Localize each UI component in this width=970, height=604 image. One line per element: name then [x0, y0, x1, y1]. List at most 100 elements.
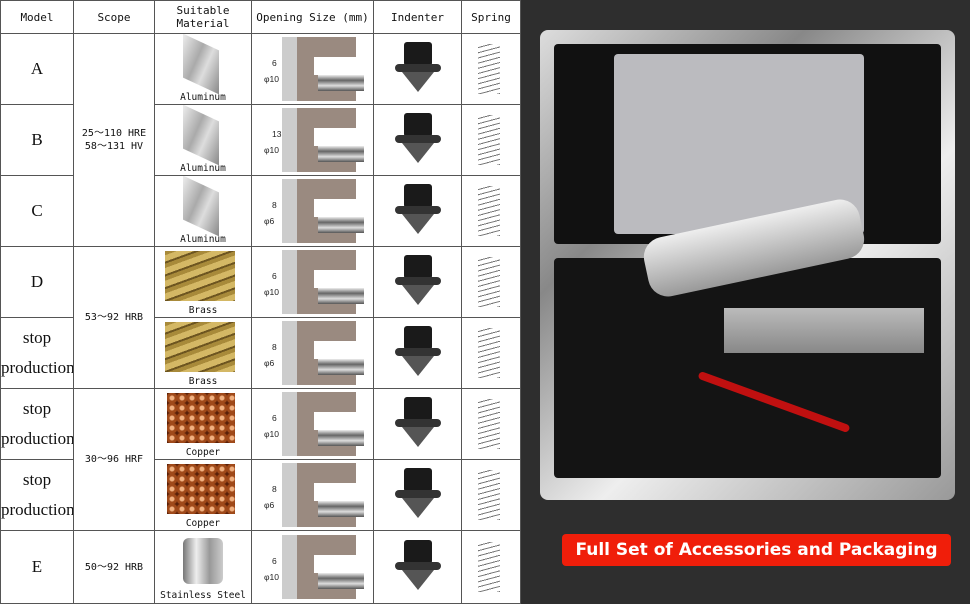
- indenter-image: [375, 106, 461, 175]
- opening-size-cell: 13 φ10: [253, 106, 373, 175]
- material-label: Aluminum: [180, 92, 226, 103]
- table-row: D 53～92 HRB Brass 6 φ10: [0, 246, 521, 389]
- opening-size-cell: 6 φ10: [253, 35, 373, 104]
- screwdriver: [697, 370, 851, 434]
- opening-image: [282, 392, 364, 456]
- material-label: Copper: [185, 518, 221, 529]
- scope-line: 30～96 HRF: [84, 454, 144, 465]
- spring-image: [463, 390, 520, 459]
- table-row: stop production 30～96 HRF Copper 6 φ10: [0, 388, 521, 531]
- spring-image: [463, 532, 520, 602]
- material-image: [183, 105, 219, 166]
- model-cell: A: [0, 33, 74, 105]
- table-row: B Aluminum 13 φ10: [0, 104, 521, 176]
- diameter-dimension: φ10: [264, 74, 279, 84]
- gap-dimension: 8: [272, 484, 277, 494]
- header-scope: Scope: [73, 0, 155, 34]
- diameter-dimension: φ10: [264, 572, 279, 582]
- material-label: Stainless Steel: [160, 590, 246, 601]
- material-cell: Aluminum: [156, 105, 251, 175]
- opening-image: [282, 37, 364, 101]
- material-label: Aluminum: [180, 163, 226, 174]
- header-indenter: Indenter: [373, 0, 462, 34]
- table-row: A 25～110 HRE 58～131 HV Aluminum 6 φ10: [0, 33, 521, 247]
- spring-image: [463, 106, 520, 175]
- opening-image: [282, 535, 364, 599]
- opening-size-cell: 6 φ10: [253, 248, 373, 317]
- case-lid: [554, 44, 941, 244]
- material-image: [165, 322, 235, 372]
- model-cell: C: [0, 175, 74, 247]
- diameter-dimension: φ6: [264, 500, 275, 510]
- indenter-image: [375, 248, 461, 317]
- scope-cell: 25～110 HRE 58～131 HV: [73, 33, 155, 247]
- diameter-dimension: φ10: [264, 145, 279, 155]
- diameter-dimension: φ10: [264, 429, 279, 439]
- gap-dimension: 6: [272, 58, 277, 68]
- accessories-banner: Full Set of Accessories and Packaging: [562, 534, 951, 566]
- table-row: C Aluminum 8 φ6: [0, 175, 521, 247]
- spring-image: [463, 35, 520, 104]
- product-case-photo: [540, 30, 955, 500]
- diameter-dimension: φ10: [264, 287, 279, 297]
- opening-image: [282, 321, 364, 385]
- material-cell: Aluminum: [156, 176, 251, 246]
- diameter-dimension: φ6: [264, 358, 275, 368]
- indenter-image: [375, 390, 461, 459]
- indenter-image: [375, 319, 461, 388]
- indenter-image: [375, 35, 461, 104]
- scope-line: 58～131 HV: [84, 141, 144, 152]
- material-label: Brass: [188, 376, 218, 387]
- spring-image: [463, 177, 520, 246]
- material-cell: Brass: [156, 248, 251, 317]
- header-model: Model: [0, 0, 74, 34]
- material-image: [183, 34, 219, 95]
- material-cell: Stainless Steel: [156, 532, 251, 602]
- opening-image: [282, 179, 364, 243]
- material-cell: Aluminum: [156, 34, 251, 104]
- material-image: [167, 464, 235, 514]
- scope-line: 25～110 HRE: [81, 128, 147, 139]
- material-cell: Brass: [156, 319, 251, 388]
- scope-line: 50～92 HRB: [84, 561, 144, 573]
- table-header-row: Model Scope Suitable Material Opening Si…: [0, 0, 521, 34]
- gap-dimension: 6: [272, 413, 277, 423]
- gap-dimension: 8: [272, 200, 277, 210]
- opening-size-cell: 6 φ10: [253, 390, 373, 459]
- model-cell: D: [0, 246, 74, 318]
- opening-size-cell: 8 φ6: [253, 461, 373, 530]
- model-cell: stop production: [0, 388, 74, 460]
- opening-image: [282, 463, 364, 527]
- indenter-image: [375, 461, 461, 530]
- scope-line: 53～92 HRB: [84, 312, 144, 323]
- opening-image: [282, 250, 364, 314]
- model-comparison-table: Model Scope Suitable Material Opening Si…: [0, 0, 521, 604]
- scope-cell: 50～92 HRB: [73, 530, 155, 604]
- model-cell: B: [0, 104, 74, 176]
- header-spring: Spring: [461, 0, 521, 34]
- case-base: [554, 195, 941, 478]
- material-label: Aluminum: [180, 234, 226, 245]
- material-image: [165, 251, 235, 301]
- diameter-dimension: φ6: [264, 216, 275, 226]
- gap-dimension: 6: [272, 556, 277, 566]
- opening-size-cell: 8 φ6: [253, 177, 373, 246]
- spring-image: [463, 319, 520, 388]
- header-opening-size: Opening Size (mm): [251, 0, 374, 34]
- scope-cell: 30～96 HRF: [73, 388, 155, 531]
- spring-image: [463, 461, 520, 530]
- indenter-image: [375, 532, 461, 602]
- indenter-image: [375, 177, 461, 246]
- material-label: Copper: [185, 447, 221, 458]
- material-cell: Copper: [156, 461, 251, 530]
- material-cell: Copper: [156, 390, 251, 459]
- gap-dimension: 6: [272, 271, 277, 281]
- test-block: [724, 308, 924, 353]
- opening-size-cell: 6 φ10: [253, 532, 373, 602]
- gap-dimension: 13: [272, 129, 282, 139]
- material-label: Brass: [188, 305, 218, 316]
